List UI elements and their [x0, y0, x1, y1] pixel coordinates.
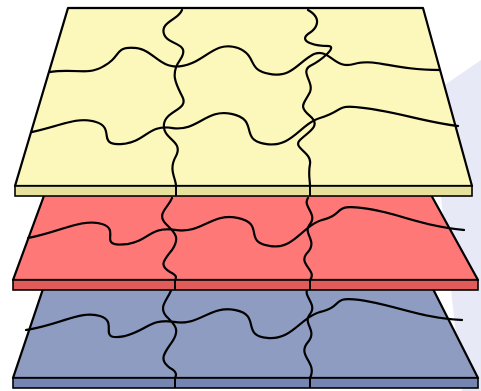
layer-top-surface	[15, 8, 472, 186]
layer-middle	[13, 193, 478, 290]
layer-bottom-surface	[13, 283, 478, 378]
layer-top-edge	[15, 186, 472, 196]
layer-top	[15, 8, 472, 196]
layer-middle-edge	[13, 280, 478, 290]
layer-bottom	[13, 283, 478, 388]
layer-middle-surface	[13, 193, 478, 280]
layer-bottom-edge	[13, 378, 478, 388]
